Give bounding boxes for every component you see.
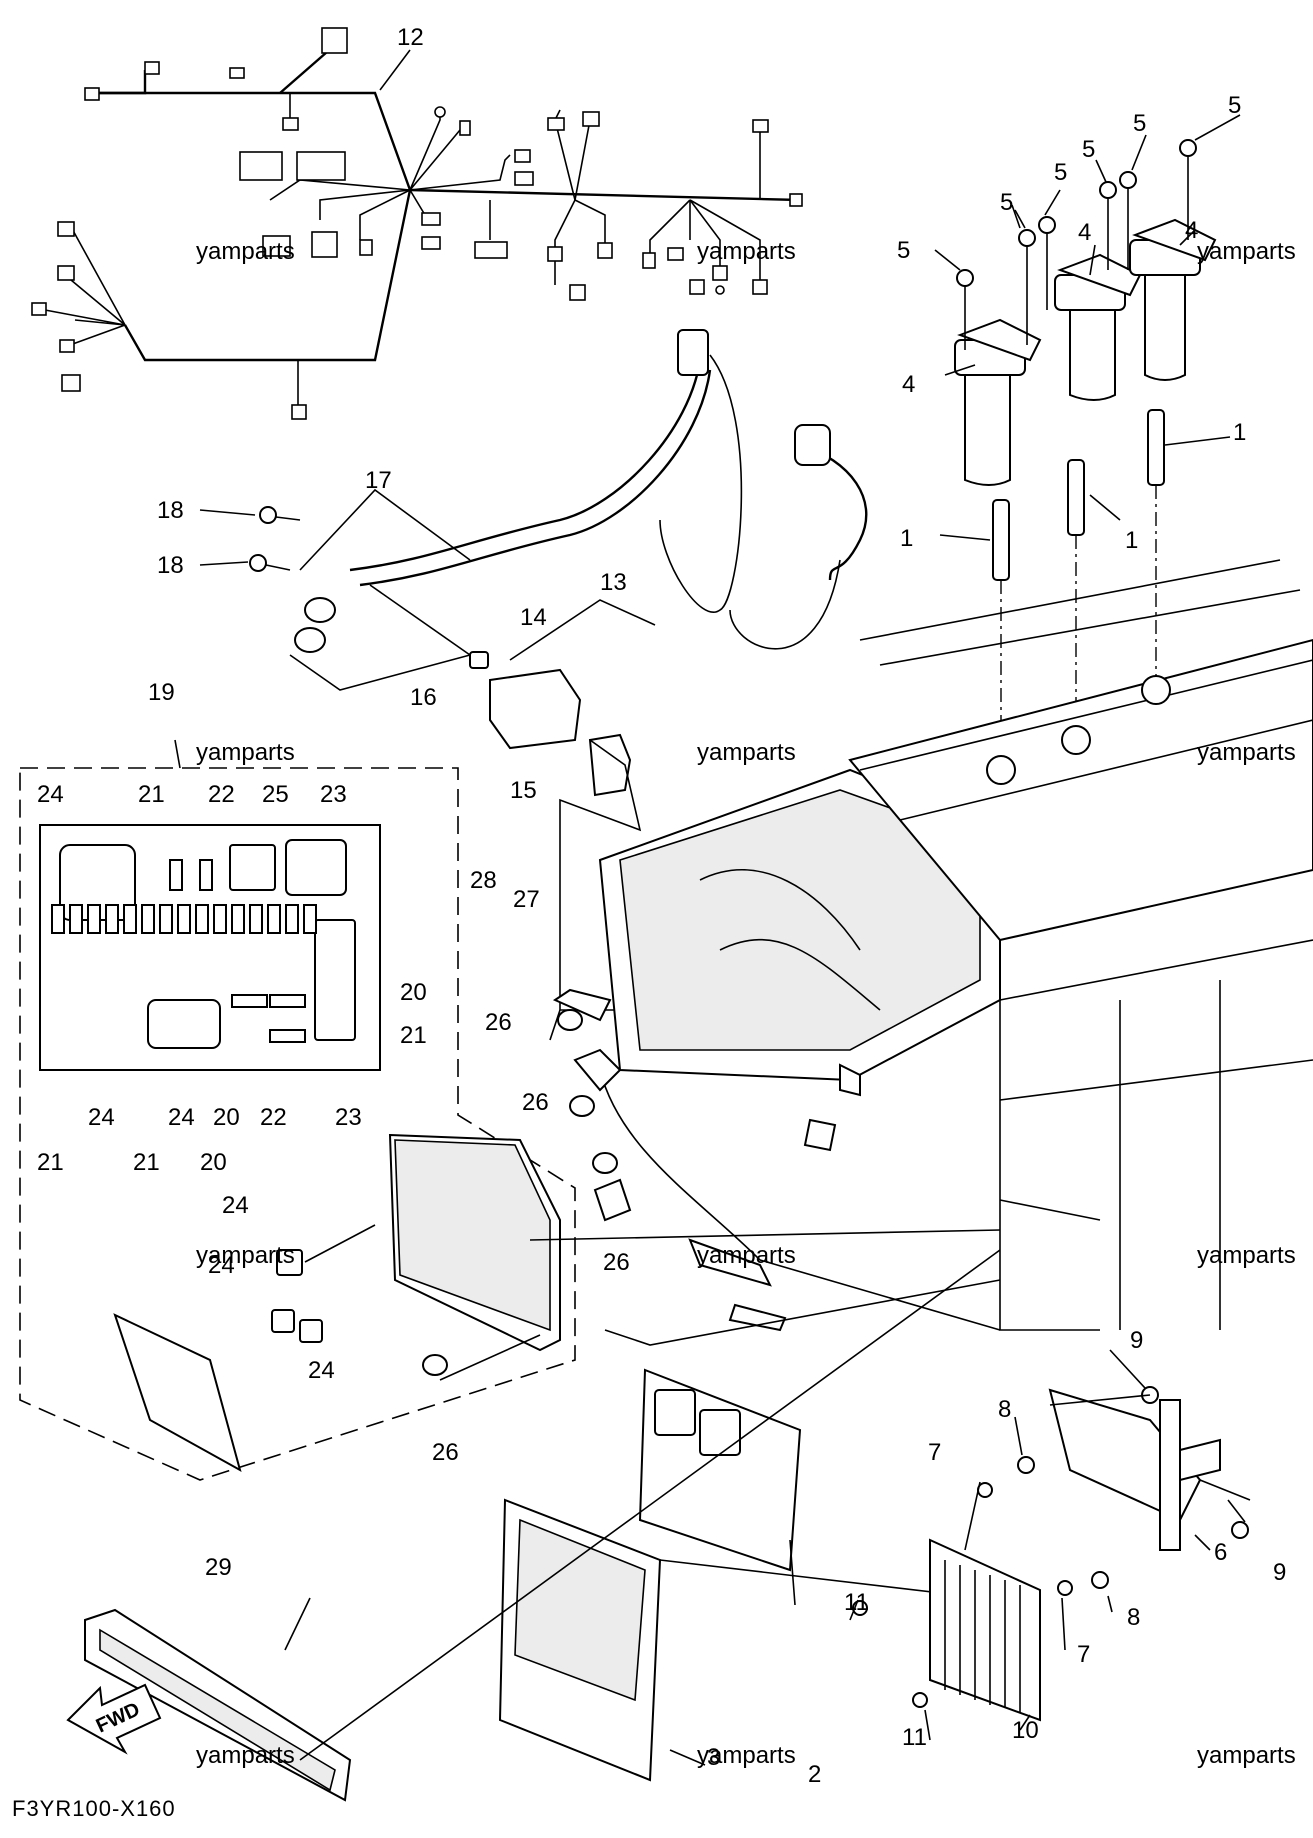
callout-1: 1 (1233, 419, 1246, 446)
callout-1: 1 (1125, 527, 1138, 554)
watermark: yamparts (697, 1242, 796, 1269)
callout-24: 24 (222, 1192, 249, 1219)
callout-13: 13 (600, 569, 627, 596)
callout-24: 24 (88, 1104, 115, 1131)
callout-8: 8 (998, 1396, 1011, 1423)
callout-21: 21 (37, 1149, 64, 1176)
callout-26: 26 (522, 1089, 549, 1116)
watermark: yamparts (196, 238, 295, 265)
callout-4: 4 (902, 371, 915, 398)
bolts (956, 139, 1197, 350)
callout-12: 12 (397, 24, 424, 51)
callout-8: 8 (1127, 1604, 1140, 1631)
watermark: yamparts (196, 1742, 295, 1769)
callout-14: 14 (520, 604, 547, 631)
callout-11: 11 (902, 1724, 927, 1751)
callout-6: 6 (1214, 1539, 1227, 1566)
callout-1: 1 (900, 525, 913, 552)
ecm-and-brackets (84, 1249, 1001, 1802)
callout-21: 21 (133, 1149, 160, 1176)
callout-26: 26 (485, 1009, 512, 1036)
callout-20: 20 (213, 1104, 240, 1131)
leader-lines (174, 49, 1246, 1766)
watermark: yamparts (697, 1742, 796, 1769)
callout-26: 26 (603, 1249, 630, 1276)
callout-4: 4 (1078, 219, 1091, 246)
callout-24: 24 (208, 1252, 235, 1279)
callout-18: 18 (157, 552, 184, 579)
callout-18: 18 (157, 497, 184, 524)
callout-9: 9 (1273, 1559, 1286, 1586)
callout-17: 17 (365, 467, 392, 494)
callout-26: 26 (432, 1439, 459, 1466)
watermark: yamparts (1197, 238, 1296, 265)
callout-23: 23 (335, 1104, 362, 1131)
callout-20: 20 (200, 1149, 227, 1176)
callout-22: 22 (260, 1104, 287, 1131)
callout-15: 15 (510, 777, 537, 804)
callout-21: 21 (400, 1022, 427, 1049)
engine-block (529, 559, 1313, 1346)
callout-27: 27 (513, 886, 540, 913)
callout-5: 5 (1082, 136, 1095, 163)
callout-24: 24 (37, 781, 64, 808)
callout-9: 9 (1130, 1327, 1143, 1354)
callout-11: 11 (844, 1589, 869, 1616)
callout-24: 24 (308, 1357, 335, 1384)
leads-and-relay (249, 329, 880, 1011)
callout-19: 19 (148, 679, 175, 706)
watermark: yamparts (1197, 1242, 1296, 1269)
drawing-code: F3YR100-X160 (12, 1796, 176, 1821)
wire-harness (31, 27, 803, 420)
regulator-assembly (852, 1386, 1251, 1722)
callout-23: 23 (320, 781, 347, 808)
callout-5: 5 (1000, 189, 1013, 216)
callout-21: 21 (138, 781, 165, 808)
callout-5: 5 (1054, 159, 1067, 186)
watermark: yamparts (697, 739, 796, 766)
watermark: yamparts (196, 739, 295, 766)
callout-29: 29 (205, 1554, 232, 1581)
watermark: yamparts (196, 1242, 295, 1269)
callout-5: 5 (1228, 92, 1241, 119)
callout-3: 3 (707, 1744, 720, 1771)
fwd-arrow-icon (66, 1683, 162, 1755)
callout-5: 5 (1133, 110, 1146, 137)
callout-2: 2 (808, 1761, 821, 1788)
callout-20: 20 (400, 979, 427, 1006)
callout-5: 5 (897, 237, 910, 264)
callout-16: 16 (410, 684, 437, 711)
callout-25: 25 (262, 781, 289, 808)
callout-28: 28 (470, 867, 497, 894)
callout-10: 10 (1012, 1717, 1039, 1744)
spark-plugs (992, 409, 1165, 770)
watermark: yamparts (1197, 1742, 1296, 1769)
callout-4: 4 (1185, 217, 1198, 244)
fuse-box-assembly (19, 767, 576, 1481)
callout-7: 7 (928, 1439, 941, 1466)
watermark: yamparts (697, 238, 796, 265)
watermark: yamparts (1197, 739, 1296, 766)
callout-7: 7 (1077, 1641, 1090, 1668)
callout-22: 22 (208, 781, 235, 808)
callout-24: 24 (168, 1104, 195, 1131)
